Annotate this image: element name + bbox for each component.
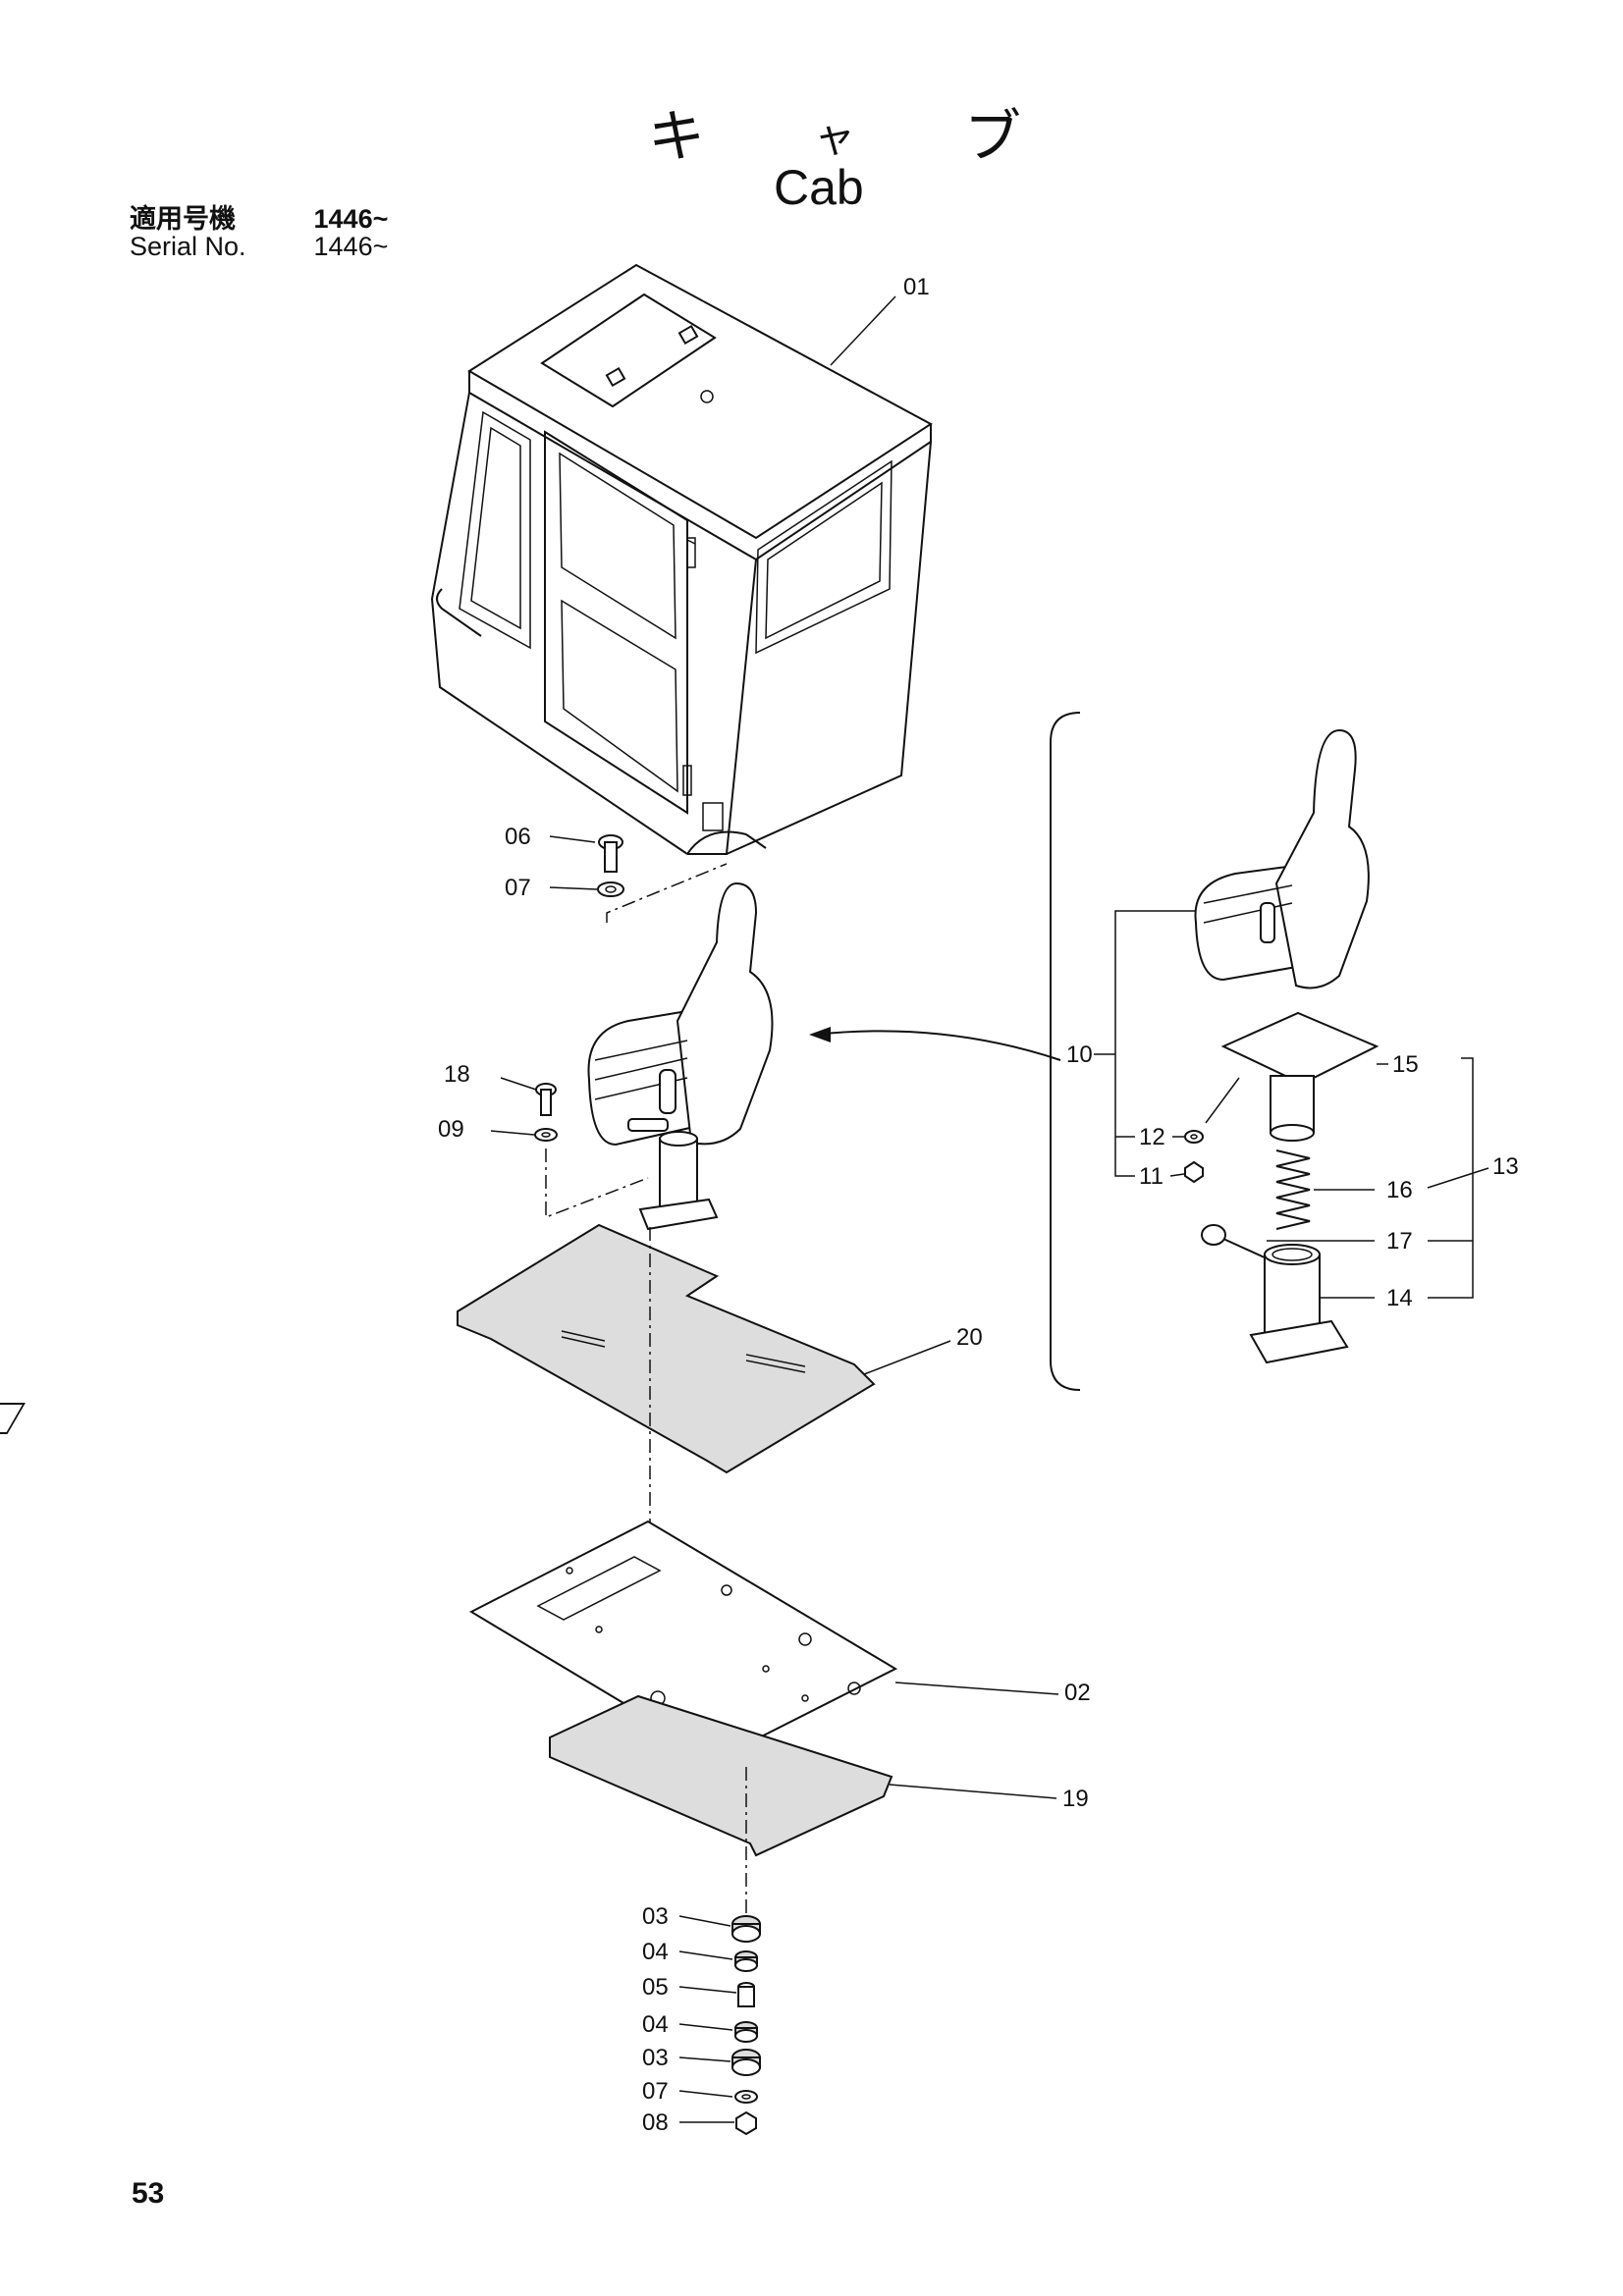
callout-15: 15	[1392, 1051, 1419, 1078]
seat-group-10	[1194, 728, 1370, 989]
cab-mount-washer-07	[597, 881, 624, 897]
operator-seat	[587, 881, 774, 1147]
serial-value-en: 1446~	[313, 232, 389, 261]
mount-stack	[731, 1915, 761, 2136]
callout-20: 20	[956, 1324, 983, 1351]
callout-03-top: 03	[642, 1903, 669, 1930]
seat-washer-09	[534, 1128, 558, 1142]
serial-label-en: Serial No.	[130, 232, 246, 261]
serial-value-jp: 1446~	[313, 204, 389, 234]
callout-01: 01	[903, 274, 930, 300]
callout-04-bottom: 04	[642, 2011, 669, 2038]
callout-04-top: 04	[642, 1939, 669, 1965]
callout-17: 17	[1386, 1228, 1413, 1255]
seat-base-14	[1249, 1244, 1349, 1364]
callout-19: 19	[1062, 1786, 1089, 1812]
serial-row-japanese: 適用号機 1446~	[130, 204, 388, 234]
cab-mount-bolt-06	[598, 834, 623, 873]
spring-16	[1275, 1149, 1311, 1230]
callout-09: 09	[438, 1116, 464, 1143]
callout-10: 10	[1066, 1041, 1093, 1068]
assembly-arrow-head	[809, 1027, 831, 1042]
seat-post	[638, 1131, 719, 1231]
title-jp-char-3: ブ	[963, 103, 1021, 170]
callout-07-stack: 07	[642, 2078, 669, 2105]
callout-02: 02	[1064, 1680, 1091, 1706]
assembly-arrow	[814, 1030, 1061, 1061]
washer-12	[1184, 1130, 1204, 1144]
callout-14: 14	[1386, 1285, 1413, 1311]
cab-assembly	[430, 263, 933, 855]
callout-18: 18	[444, 1061, 470, 1088]
callout-11: 11	[1139, 1163, 1163, 1190]
callout-08: 08	[642, 2109, 669, 2136]
callout-03-bottom: 03	[642, 2045, 669, 2071]
serial-row-english: Serial No. 1446~	[130, 232, 388, 261]
callout-12: 12	[1139, 1124, 1165, 1150]
title-jp-char-1: キ	[648, 103, 706, 170]
knob-17	[1201, 1224, 1268, 1259]
floor-mat	[0, 1223, 876, 1474]
callout-05: 05	[642, 1974, 669, 2001]
seat-bolt-18	[535, 1083, 557, 1116]
callout-07-cab: 07	[505, 875, 531, 901]
title-jp-char-2: ャ	[813, 113, 855, 161]
callout-06: 06	[505, 824, 531, 850]
nut-11	[1184, 1160, 1204, 1184]
callout-16: 16	[1386, 1177, 1413, 1203]
title-japanese: キ ャ ブ	[648, 90, 1021, 173]
callout-13: 13	[1492, 1153, 1519, 1180]
seat-bracket-15	[1220, 1011, 1380, 1142]
leader-lines	[490, 295, 1489, 2123]
page-number: 53	[132, 2177, 165, 2210]
under-plate	[549, 1694, 893, 1857]
title-english: Cab	[774, 160, 864, 215]
group-bracket	[1050, 712, 1081, 1391]
serial-label-jp: 適用号機	[130, 204, 236, 234]
